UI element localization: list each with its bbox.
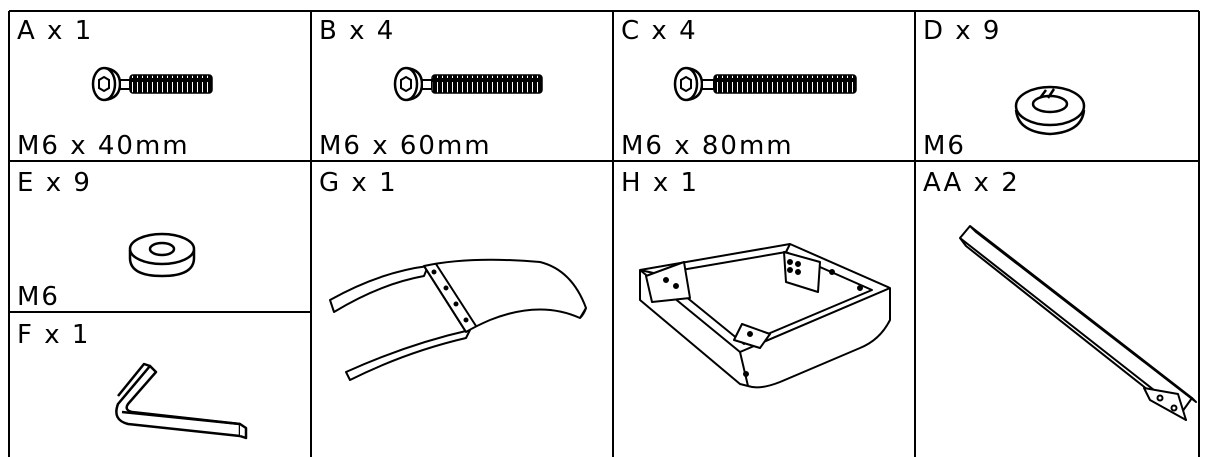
part-f-label: F x 1 [17, 320, 91, 350]
part-d-size: M6 [923, 131, 966, 161]
part-b-label: B x 4 [319, 16, 396, 46]
allen-key-icon [115, 362, 248, 440]
part-c-size: M6 x 80mm [621, 131, 794, 161]
part-e-label: E x 9 [17, 168, 92, 198]
flat-washer-icon [128, 232, 196, 278]
socket-bolt-icon [91, 66, 213, 102]
part-e-size: M6 [17, 282, 60, 312]
part-c-label: C x 4 [621, 16, 698, 46]
part-b-size: M6 x 60mm [319, 131, 492, 161]
part-aa-label: AA x 2 [923, 168, 1020, 198]
part-h-label: H x 1 [621, 168, 700, 198]
part-d-label: D x 9 [923, 16, 1002, 46]
part-a-label: A x 1 [17, 16, 94, 46]
socket-bolt-icon [673, 66, 857, 102]
spring-washer-icon [1014, 85, 1086, 136]
socket-bolt-icon [393, 66, 543, 102]
part-a-size: M6 x 40mm [17, 131, 190, 161]
seat-frame-icon [639, 243, 891, 389]
square-tube-leg-icon [959, 225, 1197, 421]
curved-back-panel-icon [329, 258, 587, 381]
part-g-label: G x 1 [319, 168, 398, 198]
